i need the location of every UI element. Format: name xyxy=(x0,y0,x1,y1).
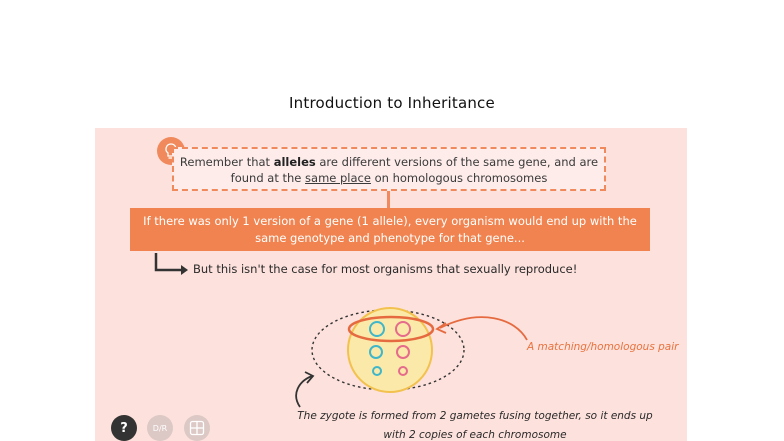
info-banner: If there was only 1 version of a gene (1… xyxy=(130,208,650,251)
banner-line: same genotype and phenotype for that gen… xyxy=(255,231,525,245)
caption-arrow xyxy=(295,375,313,408)
gamete-outline xyxy=(311,309,465,391)
reminder-box: Remember that alleles are different vers… xyxy=(172,147,606,191)
diagram xyxy=(154,253,528,408)
grid-button[interactable] xyxy=(184,415,210,441)
banner-line: If there was only 1 version of a gene (1… xyxy=(143,214,637,228)
reminder-text: Remember that xyxy=(179,155,274,169)
homologous-pair-highlight xyxy=(347,315,435,343)
caption-line: with 2 copies of each chromosome xyxy=(383,429,567,441)
zygote-caption: The zygote is formed from 2 gametes fusi… xyxy=(255,407,687,441)
statement-text: But this isn't the case for most organis… xyxy=(193,262,578,276)
help-button[interactable]: ? xyxy=(111,415,137,441)
label-arrow xyxy=(439,316,528,341)
chromosome-blue xyxy=(369,321,385,376)
arrow-right-icon xyxy=(154,253,188,275)
caption-line: The zygote is formed from 2 gametes fusi… xyxy=(297,410,653,422)
homologous-pair-label: A matching/homologous pair xyxy=(527,341,679,353)
reminder-underline: same place xyxy=(305,171,371,185)
grid-icon xyxy=(189,420,205,436)
reminder-keyword: alleles xyxy=(273,155,316,169)
connector-line xyxy=(387,191,390,208)
reminder-text: found at the xyxy=(230,171,306,185)
reminder-text: on homologous chromosomes xyxy=(370,171,548,185)
page-title: Introduction to Inheritance xyxy=(289,94,495,112)
slide: Remember that alleles are different vers… xyxy=(95,128,687,441)
chromosome-pink xyxy=(395,321,411,376)
dr-button[interactable]: D/R xyxy=(147,415,173,441)
reminder-text: are different versions of the same gene,… xyxy=(315,155,599,169)
